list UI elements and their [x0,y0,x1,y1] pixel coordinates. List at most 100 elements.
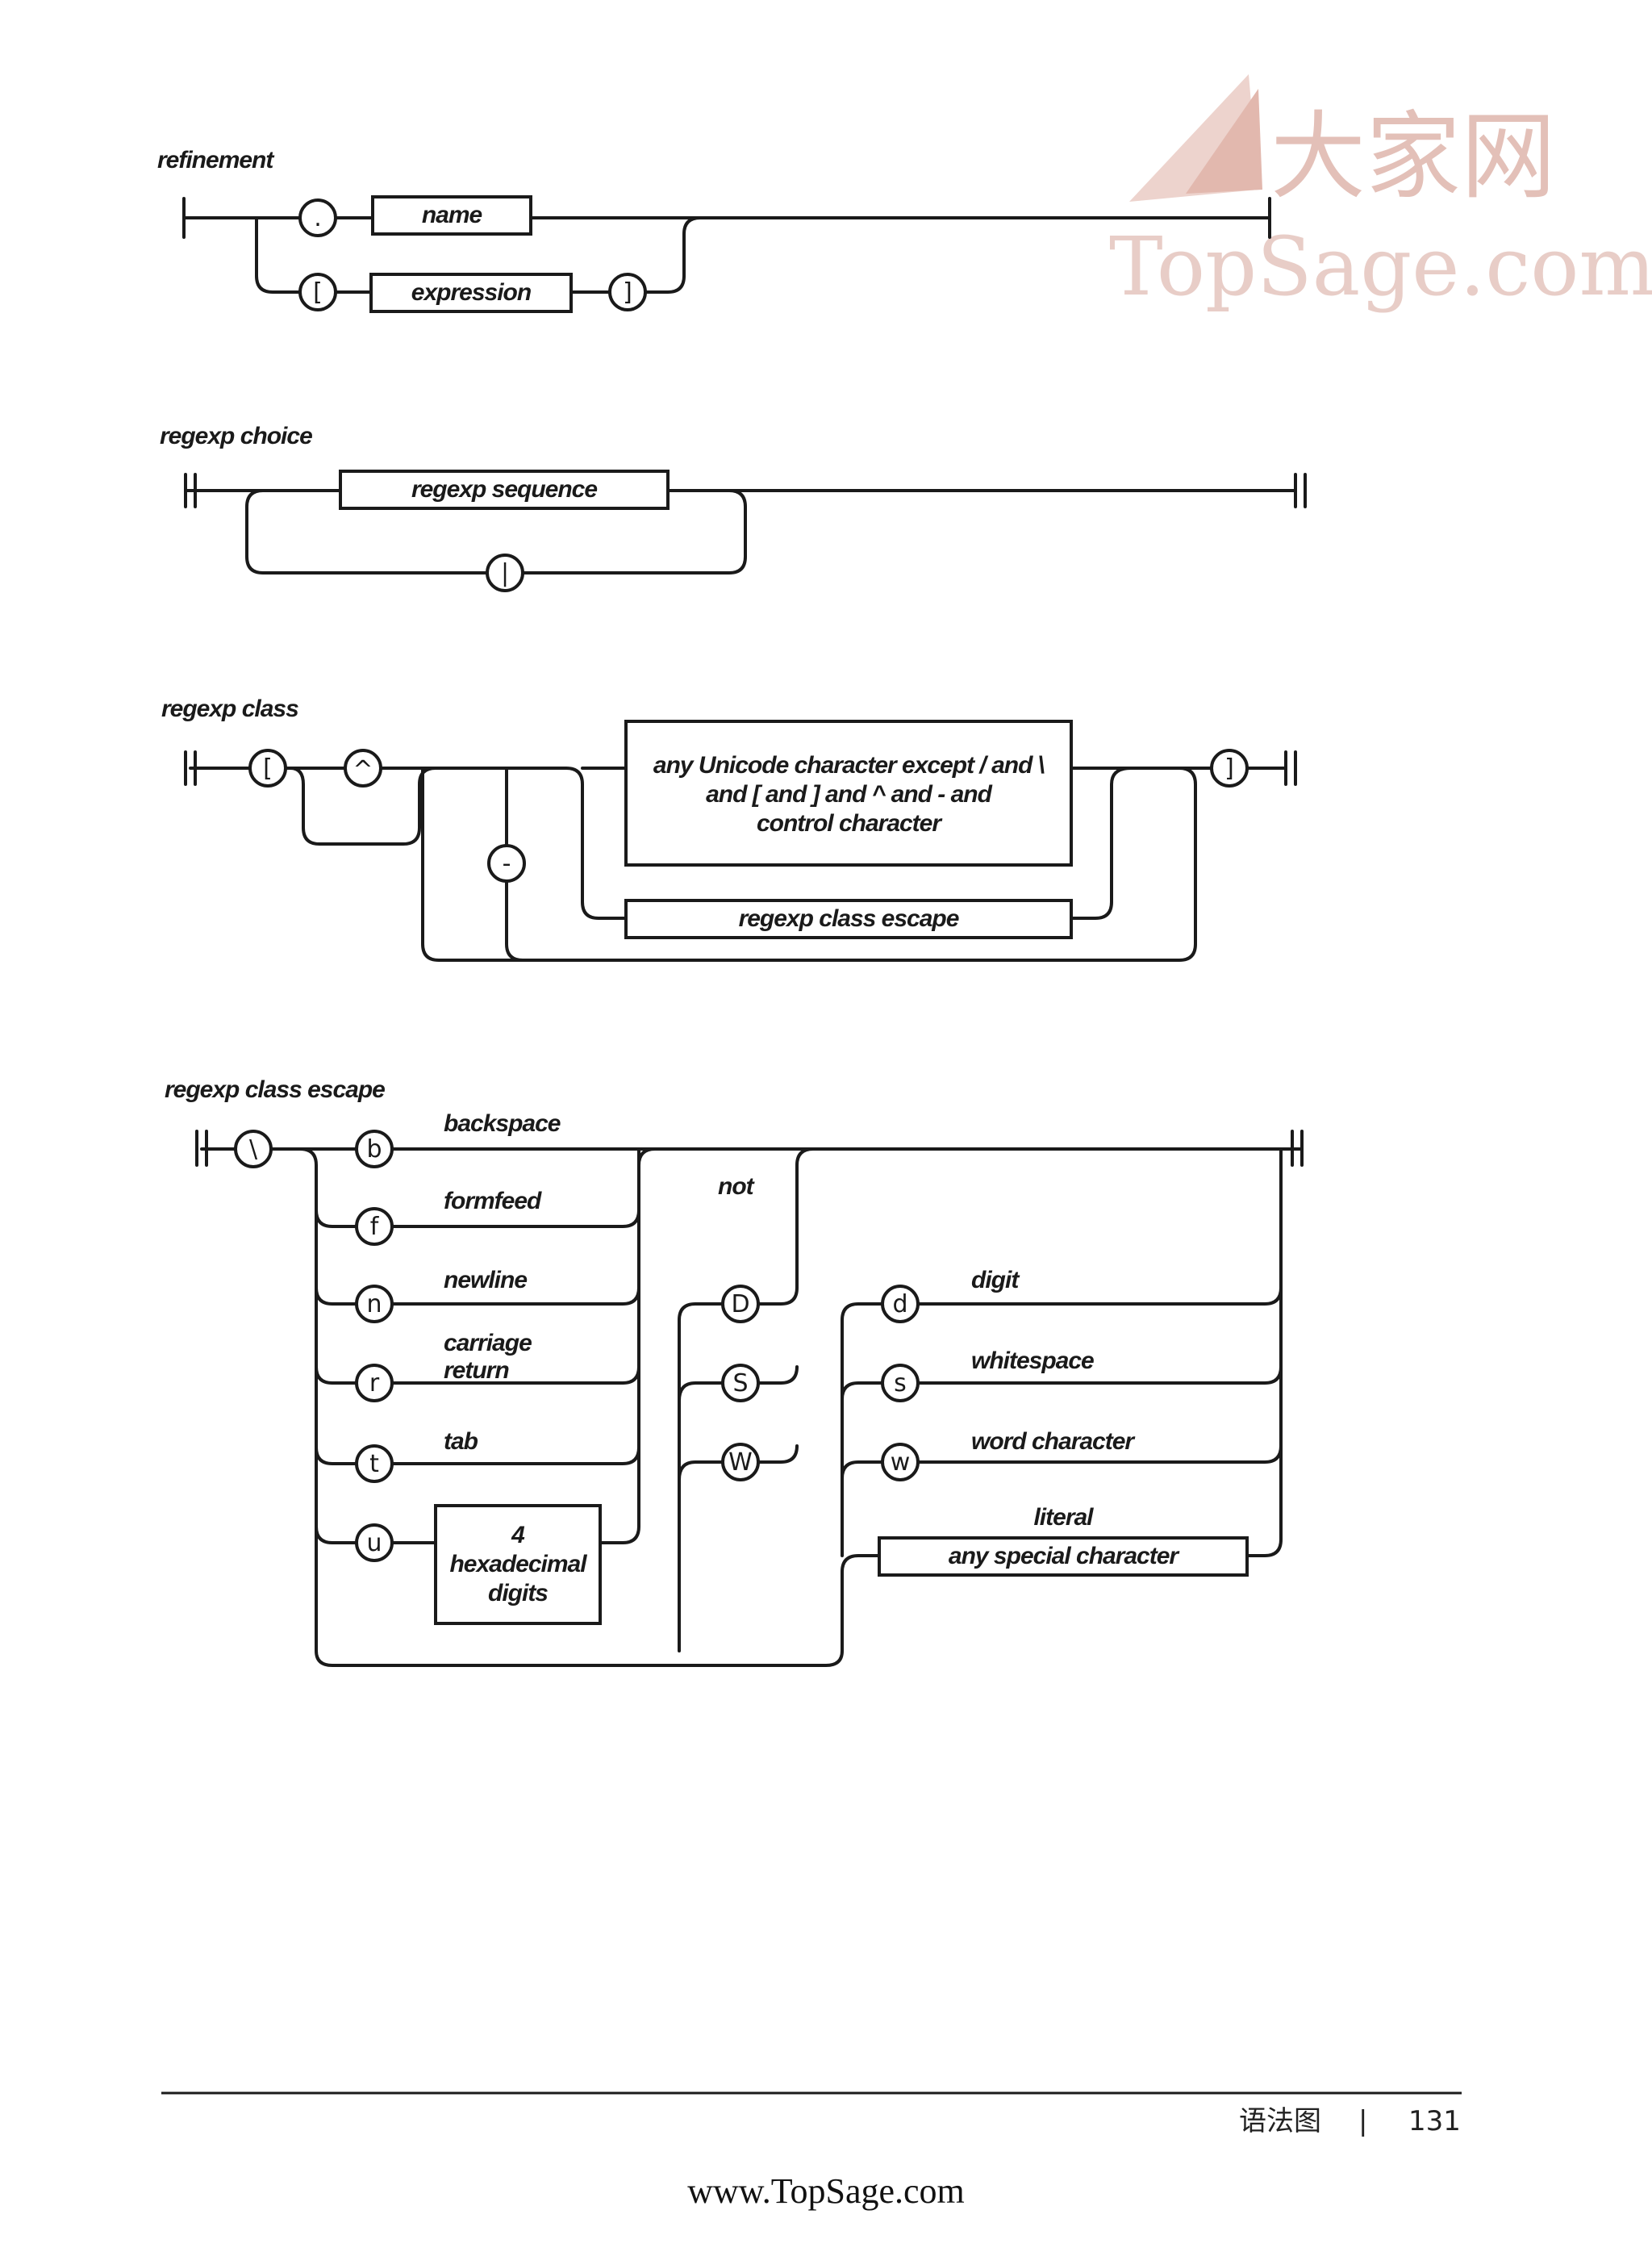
regexp-class-outer-loop [421,767,1197,962]
letter-b-label: b [366,1135,382,1164]
hex-line-1: 4 [511,1522,525,1548]
regexp-sequence-box: regexp sequence [339,470,670,510]
watermark-brand: TopSage.com [1109,219,1652,314]
backslash-label: \ [249,1135,258,1164]
letter-f-node: f [355,1207,394,1246]
regexp-class-title: regexp class [161,696,298,722]
watermark-chinese: 大家网 [1270,101,1556,212]
page-footer: 语法图 | 131 www.TopSage.com [161,2091,1462,2211]
name-box-label: name [422,202,482,228]
regexp-sequence-label: regexp sequence [411,476,597,503]
footer-page-number: 131 [1408,2105,1461,2137]
letter-t-label: t [369,1450,379,1478]
footer-separator: | [1358,2105,1367,2137]
name-box: name [371,195,532,236]
backslash-node: \ [234,1130,273,1168]
lower-s-node: s [881,1364,920,1402]
footer-chapter: 语法图 [1239,2105,1321,2137]
letter-b-node: b [355,1130,394,1168]
regexp-choice-title: regexp choice [160,423,312,449]
regexp-class-escape-diagram: regexp class escape \ b f [165,1076,1304,1667]
letter-f-label: f [370,1213,380,1241]
upper-W-label: W [728,1448,753,1477]
class-escape-box: regexp class escape [624,899,1073,939]
refinement-title: refinement [157,147,275,173]
lower-d-label: d [892,1290,907,1318]
letter-r-node: r [355,1364,394,1402]
not-column-exit [757,1147,815,1464]
any-char-line-1: any Unicode character except / and \ [653,752,1045,779]
dash-node-label: - [503,850,511,878]
open-bracket-node-label: [ [313,278,323,307]
caret-node-label: ^ [353,756,373,784]
pipe-node-label: | [501,559,509,587]
expression-box: expression [369,273,573,313]
label-whitespace: whitespace [971,1347,1094,1374]
caret-bypass [289,767,437,846]
literal-label: literal [1033,1504,1094,1531]
letter-n-label: n [366,1290,382,1318]
label-return: return [444,1357,509,1384]
refinement-main-line [182,197,1271,239]
close-bracket-node: ] [608,273,647,311]
watermark-logo-shade-icon [1186,89,1262,194]
upper-D-node: D [721,1285,760,1323]
class-close-bracket-node: ] [1210,749,1249,788]
dot-node: . [298,198,337,237]
any-char-box: any Unicode character except / and \ and… [624,720,1073,867]
hex-line-3: digits [488,1580,548,1606]
lower-column-exit [916,1147,1283,1557]
regexp-choice-diagram: regexp choice regexp sequence | [160,423,1307,592]
letter-n-node: n [355,1285,394,1323]
lower-s-label: s [894,1369,907,1398]
watermark: 大家网 TopSage.com [1109,74,1652,314]
regexp-class-diagram: regexp class [ ^ - any Unicode character… [161,696,1297,962]
letter-u-label: u [366,1529,382,1557]
escape-letter-stubs [315,1209,358,1544]
special-char-box: any special character [878,1536,1249,1577]
refinement-diagram: refinement . name [ expression ] [157,147,1271,313]
not-label: not [718,1173,756,1200]
open-bracket-node: [ [298,273,337,311]
label-carriage: carriage [444,1330,532,1356]
not-column-entry [678,1302,724,1652]
hex-line-2: hexadecimal [449,1551,587,1577]
close-bracket-node-label: ] [623,278,632,307]
footer-url: www.TopSage.com [687,2171,965,2211]
lower-w-label: w [891,1448,911,1477]
class-close-bracket-label: ] [1224,754,1234,783]
label-backspace: backspace [444,1110,561,1137]
lower-w-node: w [881,1443,920,1481]
class-open-bracket-node: [ [248,749,287,788]
label-newline: newline [444,1267,527,1293]
dot-node-label: . [314,204,322,232]
letter-u-node: u [355,1523,394,1562]
special-char-label: any special character [949,1543,1181,1569]
any-char-line-3: control character [757,810,943,837]
escape-letters-join [637,1147,657,1167]
label-tab: tab [444,1428,478,1455]
regexp-choice-loop [245,489,747,574]
upper-S-label: S [732,1369,748,1398]
any-char-line-2: and [ and ] and ^ and - and [706,781,993,808]
dash-node: - [487,844,526,883]
regexp-class-escape-title: regexp class escape [165,1076,385,1103]
label-digit: digit [971,1267,1020,1293]
caret-node: ^ [344,749,382,788]
lower-d-node: d [881,1285,920,1323]
lower-column-entry [841,1302,884,1557]
upper-W-node: W [721,1443,760,1481]
escape-main-line [195,1130,1304,1167]
refinement-bracket-path [255,216,702,294]
upper-D-label: D [731,1290,749,1318]
letter-t-node: t [355,1444,394,1483]
escape-letter-outputs [390,1147,640,1544]
letter-r-label: r [369,1369,380,1398]
escape-left-bus [298,1147,881,1667]
class-escape-label: regexp class escape [739,905,959,932]
label-word-character: word character [971,1428,1136,1455]
hex-digits-box: 4 hexadecimal digits [434,1504,602,1625]
label-formfeed: formfeed [444,1188,542,1214]
expression-box-label: expression [411,279,532,306]
